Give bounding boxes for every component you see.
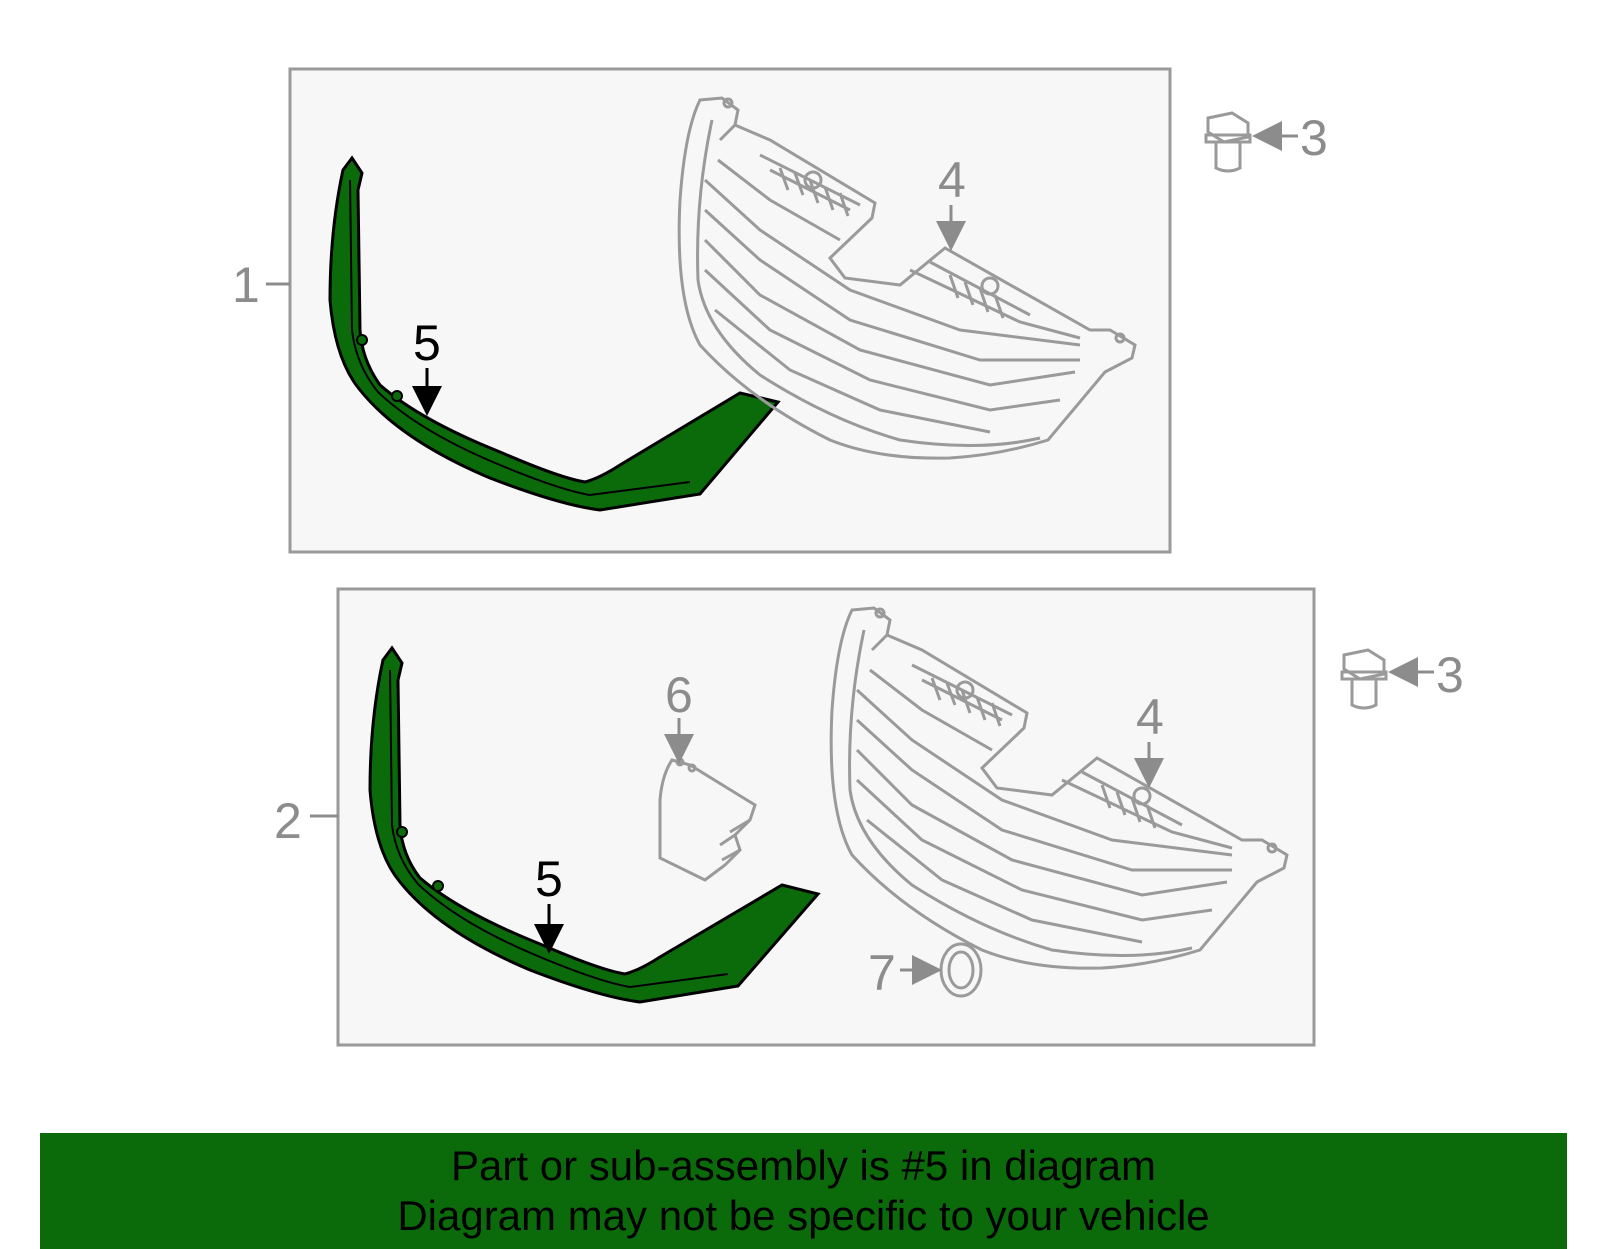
grille-molding-bottom [368, 645, 821, 1004]
callout-2: 2 [274, 793, 302, 849]
assembly-panel-1 [288, 67, 1172, 554]
banner-line-2: Diagram may not be specific to your vehi… [397, 1192, 1210, 1239]
callout-3-bottom: 3 [1436, 647, 1464, 703]
callout-6: 6 [665, 667, 693, 723]
grille-bottom [829, 606, 1289, 970]
callout-4-top: 4 [938, 152, 966, 208]
callout-1: 1 [232, 257, 260, 313]
bolt-icon-top [1204, 111, 1252, 173]
callout-5-top: 5 [413, 315, 441, 371]
info-banner: Part or sub-assembly is #5 in diagram Di… [40, 1133, 1567, 1249]
callout-3-top: 3 [1300, 110, 1328, 166]
callout-4-bottom: 4 [1136, 689, 1164, 745]
banner-line-1: Part or sub-assembly is #5 in diagram [451, 1142, 1156, 1189]
callout-5-bottom: 5 [535, 851, 563, 907]
bolt-icon-bottom [1340, 648, 1388, 710]
callout-7: 7 [868, 945, 896, 1001]
grille-top [677, 96, 1137, 460]
grille-molding-top [328, 155, 781, 512]
